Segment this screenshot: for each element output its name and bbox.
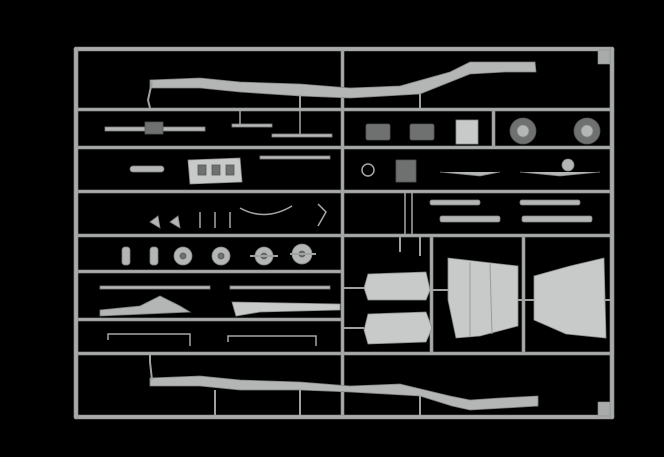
row2-parts — [129, 155, 601, 185]
row1-small-parts — [104, 111, 333, 138]
row1-right-parts — [365, 117, 601, 145]
seat-cushions — [344, 271, 433, 345]
row3-parts — [149, 193, 593, 234]
chassis-rail-top — [146, 61, 537, 109]
row5-parts — [99, 285, 341, 346]
gate-stubs — [399, 237, 610, 301]
fender-panel-right — [533, 257, 607, 339]
chassis-rail-bottom — [149, 355, 539, 415]
internal-runners — [77, 50, 611, 416]
fender-panel-left — [447, 257, 519, 339]
sprue-frame — [73, 46, 615, 420]
wheel-row — [121, 243, 316, 266]
